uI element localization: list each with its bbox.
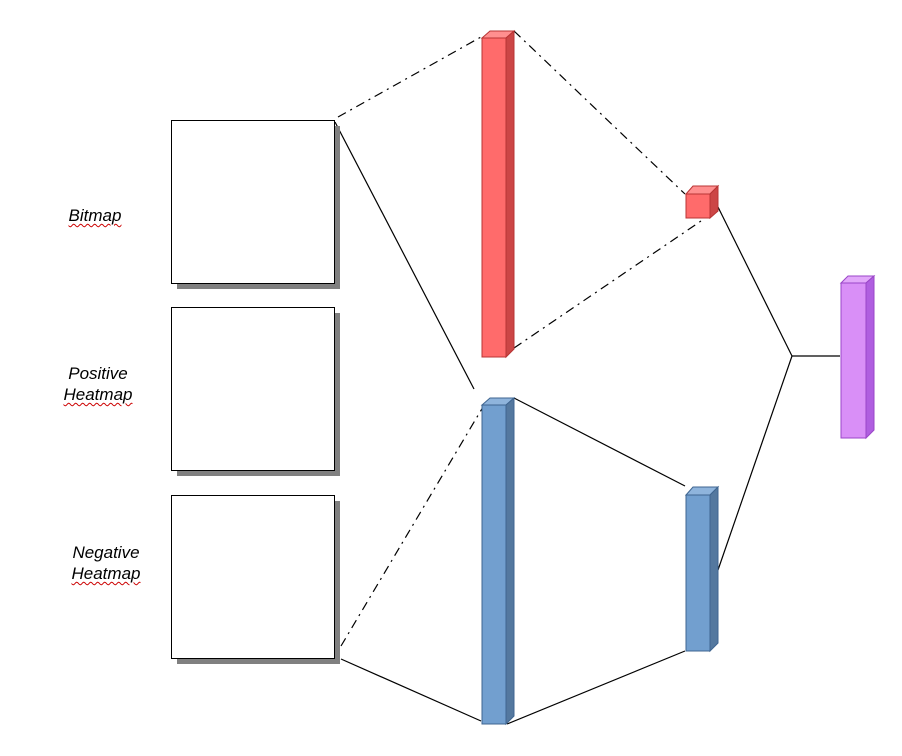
line-red-cube-to-junction: [717, 206, 793, 357]
line-bitmap-to-blue-column: [334, 121, 475, 390]
dashdot-red-column-to-red-cube-bottom: [513, 218, 705, 349]
label-bitmap: Bitmap: [44, 205, 146, 226]
red-cube-front-face: [685, 193, 711, 219]
input-square-frame: [171, 120, 335, 284]
red-feature-column: [480, 29, 516, 359]
dashdot-negative-to-blue-column: [340, 406, 484, 647]
label-line: Bitmap: [68, 206, 122, 225]
dashdot-red-column-to-red-cube-top: [513, 30, 686, 195]
line-blue-column-bottom-to-blue-small: [506, 650, 686, 725]
line-blue-column-top-to-blue-small: [513, 397, 686, 487]
label-line: Positive: [68, 364, 128, 383]
blue-feature-column: [480, 396, 516, 726]
label-line: Negative: [72, 543, 140, 562]
blue-column-front-face: [481, 404, 507, 725]
label-line: Heatmap: [63, 385, 133, 404]
label-line: Heatmap: [71, 564, 141, 583]
line-blue-small-to-junction: [717, 355, 793, 571]
red-pooled-cube: [684, 184, 720, 220]
purple-output-column: [839, 274, 876, 440]
input-square-frame: [171, 495, 335, 659]
blue-column-side-face: [505, 396, 515, 726]
label-positive-heatmap: Positive Heatmap: [47, 363, 149, 405]
input-square-negative-heatmap: [171, 495, 340, 664]
blue-pooled-column: [684, 485, 720, 653]
purple-column-side-face: [865, 274, 875, 440]
blue-small-side-face: [709, 485, 719, 653]
blue-small-front-face: [685, 494, 711, 652]
input-square-frame: [171, 307, 335, 471]
line-negative-to-blue-column: [340, 658, 482, 722]
label-negative-heatmap: Negative Heatmap: [55, 542, 157, 584]
red-column-side-face: [505, 29, 515, 359]
purple-column-front-face: [840, 282, 867, 439]
connector-lines: [334, 30, 840, 725]
input-square-bitmap: [171, 120, 340, 289]
dashdot-bitmap-to-red-column: [337, 36, 482, 118]
input-square-positive-heatmap: [171, 307, 340, 476]
red-column-front-face: [481, 37, 507, 358]
